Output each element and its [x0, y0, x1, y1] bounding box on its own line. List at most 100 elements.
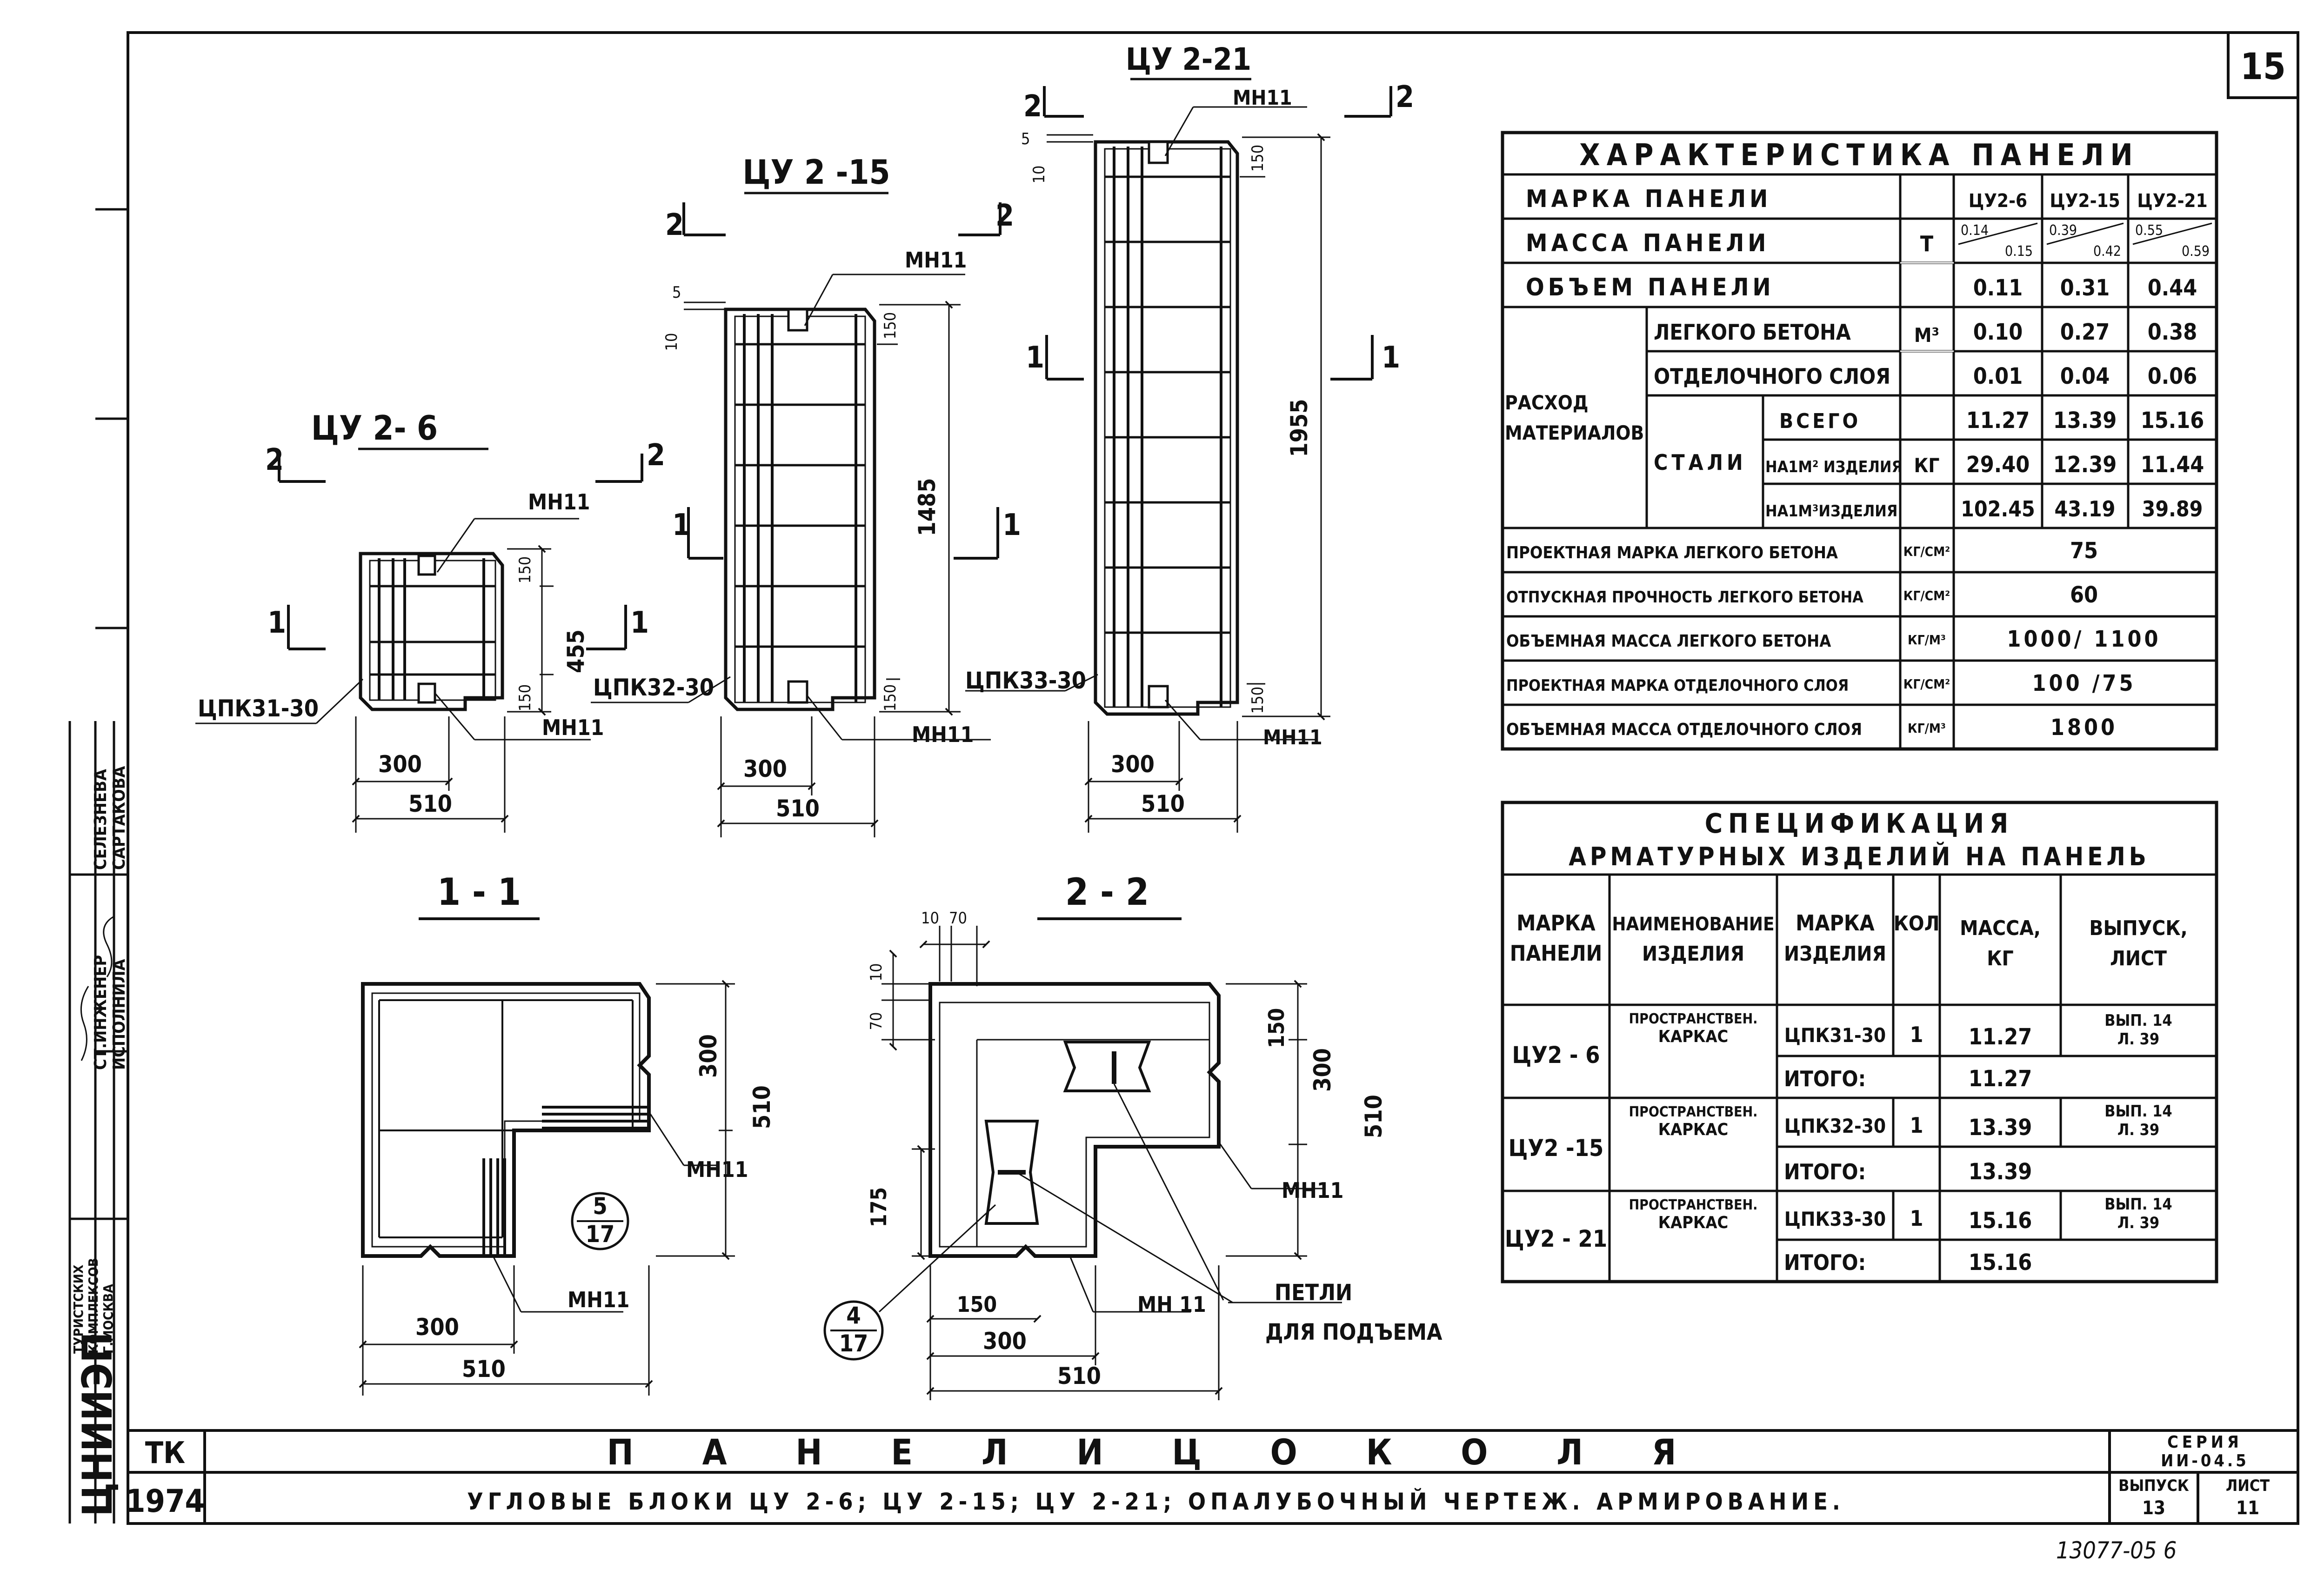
mark-a-11: МН11 — [686, 1157, 748, 1182]
frame-21: ЦПК33-30 — [965, 667, 1086, 694]
mass-b-3: 0.59 — [2182, 243, 2210, 260]
char-r-light: ЛЕГКОГО БЕТОНА — [1654, 320, 1851, 345]
prop-v-4: 100 /75 — [2032, 670, 2136, 696]
name-1: СЕЛЕЗНЕВА — [91, 769, 110, 870]
spec-total-2: 13.39 — [1969, 1159, 2032, 1185]
char-title: ХАРАКТЕРИСТИКА ПАНЕЛИ — [1579, 138, 2139, 173]
loops-label-1: ПЕТЛИ — [1275, 1280, 1352, 1306]
mass-b-1: 0.15 — [2005, 243, 2033, 260]
ref-22-top: 4 — [846, 1302, 861, 1329]
spec-qty-1: 1 — [1910, 1022, 1923, 1047]
spec-h-name-1: НАИМЕНОВАНИЕ — [1612, 914, 1774, 935]
cut2-right-21: 2 — [1396, 80, 1414, 114]
spec-title-1: СПЕЦИФИКАЦИЯ — [1705, 808, 2014, 839]
left-strip: СТ.ИНЖЕНЕР ИСПОЛНИЛА СЕЛЕЗНЕВА САРТАКОВА… — [68, 208, 129, 1524]
section-22-title: 2 - 2 — [1065, 870, 1149, 914]
mass-b-2: 0.42 — [2093, 243, 2121, 260]
spec-name-1b: КАРКАС — [1658, 1027, 1729, 1046]
mark-b-22: МН 11 — [1137, 1292, 1206, 1317]
series-value: ИИ-04.5 — [2161, 1451, 2249, 1470]
dim-300-15: 300 — [743, 755, 787, 782]
spec-h-mass-2: КГ — [1987, 947, 2014, 970]
spec-total-label-3: ИТОГО: — [1784, 1250, 1866, 1275]
finish-1: 0.01 — [1973, 363, 2023, 389]
spec-h-item-2: ИЗДЕЛИЯ — [1784, 942, 1886, 966]
org-name: ЦНИИЭП — [73, 1332, 121, 1517]
spec-panel-3: ЦУ2 - 21 — [1505, 1225, 1607, 1252]
spec-name-3a: ПРОСТРАНСТВЕН. — [1629, 1197, 1758, 1213]
sheet-number: 15 — [2240, 46, 2286, 88]
loops-label-2: ДЛЯ ПОДЪЕМА — [1265, 1319, 1442, 1345]
mark-top-6: МН11 — [528, 489, 590, 515]
dim-300-6: 300 — [378, 751, 422, 778]
dim-h-21: 1955 — [1286, 399, 1313, 457]
cut2-left-21: 2 — [1023, 89, 1042, 124]
frame-6: ЦПК31-30 — [198, 695, 319, 722]
dim-10a-22: 10 — [921, 909, 939, 928]
cut1-right-21: 1 — [1382, 341, 1400, 375]
prop-u-2: КГ/СМ² — [1903, 588, 1950, 603]
dim-510-22: 510 — [1057, 1363, 1101, 1390]
spec-total-label-2: ИТОГО: — [1784, 1159, 1866, 1184]
mark-top-21: МН11 — [1233, 86, 1292, 110]
view-title-15: ЦУ 2 -15 — [742, 153, 890, 192]
dim-70a-22: 70 — [949, 909, 967, 928]
prop-2: ОТПУСКНАЯ ПРОЧНОСТЬ ЛЕГКОГО БЕТОНА — [1506, 588, 1863, 607]
per-m3-1: 102.45 — [1961, 496, 2035, 521]
spec-qty-3: 1 — [1910, 1206, 1923, 1231]
prop-v-3: 1000/ 1100 — [2007, 626, 2161, 652]
spec-total-1: 11.27 — [1969, 1066, 2032, 1092]
view-title-21: ЦУ 2-21 — [1126, 41, 1251, 77]
prop-v-1: 75 — [2070, 538, 2098, 564]
spec-name-3b: КАРКАС — [1658, 1213, 1729, 1232]
dim-150b-15: 150 — [881, 684, 900, 711]
issue-label: ВЫПУСК — [2118, 1477, 2189, 1495]
spec-h-mark-1: МАРКА — [1516, 910, 1595, 936]
view-cu2-15: ЦУ 2 -15 2 2 1 1 — [591, 153, 1021, 837]
section-11-title: 1 - 1 — [437, 870, 521, 914]
char-r-total: ВСЕГО — [1779, 409, 1861, 433]
spec-h-qty: КОЛ — [1894, 912, 1940, 936]
lifting-loop-a — [1063, 1041, 1151, 1092]
mass-a-1: 0.14 — [1961, 222, 1989, 239]
dim-510-15: 510 — [776, 795, 820, 822]
specification-table: СПЕЦИФИКАЦИЯ АРМАТУРНЫХ ИЗДЕЛИЙ НА ПАНЕЛ… — [1501, 801, 2218, 1283]
char-r-mark: МАРКА ПАНЕЛИ — [1526, 185, 1771, 213]
mark-bot-6: МН11 — [542, 715, 604, 740]
prop-3: ОБЪЕМНАЯ МАССА ЛЕГКОГО БЕТОНА — [1506, 632, 1831, 651]
char-col-2: ЦУ2-15 — [2050, 190, 2120, 212]
dim-300-11: 300 — [415, 1314, 459, 1341]
char-r-m2: НА1М² ИЗДЕЛИЯ — [1765, 458, 1903, 476]
cut1-left-6: 1 — [267, 606, 286, 640]
dim-510-6: 510 — [408, 790, 452, 817]
dim-10-21: 10 — [1030, 166, 1048, 184]
spec-item-2: ЦПК32-30 — [1784, 1115, 1886, 1137]
dim-300-21: 300 — [1111, 751, 1155, 778]
char-u-m3: М³ — [1914, 324, 1939, 347]
characteristics-table: ХАРАКТЕРИСТИКА ПАНЕЛИ МАРКА ПАНЕЛИ МАССА… — [1501, 131, 2218, 751]
view-cu2-6: ЦУ 2- 6 2 2 1 1 — [195, 408, 665, 833]
per-m2-1: 29.40 — [1966, 452, 2030, 478]
title-subtitle: УГЛОВЫЕ БЛОКИ ЦУ 2-6; ЦУ 2-15; ЦУ 2-21; … — [467, 1488, 1845, 1515]
dim-300v-22: 300 — [1309, 1048, 1336, 1092]
role-1: СТ.ИНЖЕНЕР — [91, 955, 110, 1070]
spec-issue-1a: ВЫП. 14 — [2104, 1011, 2172, 1030]
spec-h-name-2: ИЗДЕЛИЯ — [1642, 942, 1744, 966]
name-2: САРТАКОВА — [110, 766, 129, 870]
dim-510v-22: 510 — [1360, 1095, 1387, 1138]
dim-510-21: 510 — [1141, 790, 1185, 817]
spec-h-issue-2: ЛИСТ — [2110, 947, 2167, 970]
footer-code: 13077-05 6 — [2056, 1537, 2177, 1564]
per-m3-2: 43.19 — [2055, 496, 2116, 521]
mass-a-2: 0.39 — [2049, 222, 2077, 239]
light-2: 0.27 — [2060, 319, 2110, 345]
spec-issue-2a: ВЫП. 14 — [2104, 1102, 2172, 1121]
char-r-cons2: МАТЕРИАЛОВ — [1505, 421, 1644, 444]
vol-3: 0.44 — [2148, 275, 2197, 301]
org-line-a: ТУРИСТСКИХ — [71, 1265, 86, 1354]
org-line-b: КОМПЛЕКСОВ — [86, 1258, 101, 1354]
prop-5: ОБЪЕМНАЯ МАССА ОТДЕЛОЧНОГО СЛОЯ — [1506, 720, 1862, 739]
dim-175-22: 175 — [866, 1187, 891, 1227]
org-line-c: Г.МОСКВА — [100, 1284, 116, 1354]
